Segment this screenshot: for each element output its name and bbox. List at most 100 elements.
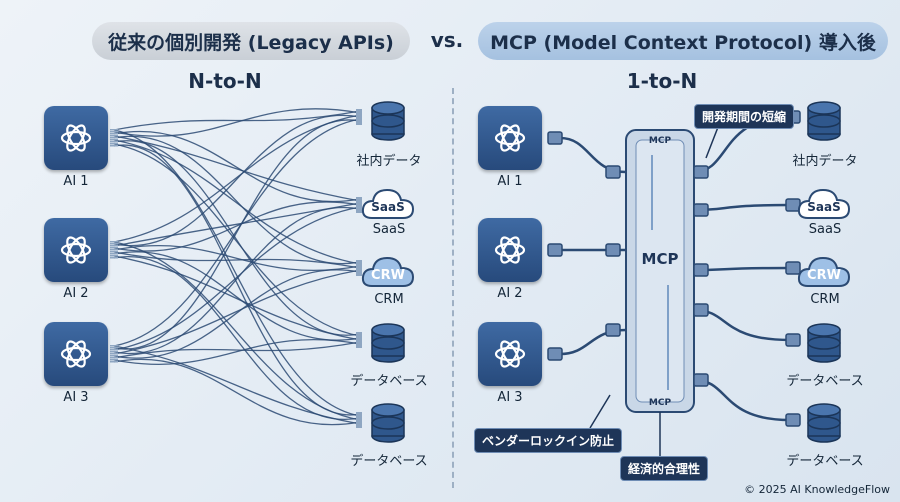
target-plug	[785, 413, 801, 427]
wire-connector-pin	[110, 129, 118, 131]
right-subtitle: 1-to-N	[626, 69, 698, 93]
wire-connector-pin	[356, 412, 362, 428]
vendor-lockin-callout: ベンダーロックイン防止	[474, 428, 623, 453]
wire-connector-pin	[110, 143, 118, 145]
hub-port	[605, 323, 621, 337]
legacy-wire	[113, 251, 361, 269]
ai-knot-icon	[494, 236, 526, 264]
legacy-wire	[113, 139, 361, 265]
wire-connector-pin	[110, 357, 118, 359]
ai-knot-icon	[494, 340, 526, 368]
wire-connector-pin	[356, 332, 362, 348]
left-ai-3-label: AI 3	[63, 390, 89, 405]
wire-connector-pin	[110, 347, 118, 349]
wire-connector-pin	[110, 349, 118, 351]
right-target-5-label: データベース	[786, 454, 864, 469]
ai-knot-icon	[60, 340, 92, 368]
wire-connector-pin	[110, 131, 118, 133]
left-ai-1-label: AI 1	[63, 174, 89, 189]
hub-port	[693, 303, 709, 317]
wire-connector-pin	[110, 247, 118, 249]
ai-plug	[547, 243, 563, 257]
legacy-wire	[113, 144, 361, 416]
mcp-hub	[625, 129, 695, 413]
legacy-wire	[113, 201, 361, 252]
legacy-wire	[113, 108, 361, 137]
wire-connector-pin	[110, 257, 118, 259]
target-plug	[785, 261, 801, 275]
wire-connector-pin	[110, 351, 118, 353]
database-icon	[807, 101, 841, 141]
legacy-wire	[113, 241, 361, 421]
left-target-5-label: データベース	[350, 454, 428, 469]
left-subtitle: N-to-N	[188, 69, 262, 93]
wire-connector-pin	[110, 137, 118, 139]
legacy-wire	[113, 358, 361, 426]
legacy-wire	[113, 129, 361, 417]
wire-connector-pin	[110, 245, 118, 247]
wire-connector-pin	[356, 109, 362, 125]
saas-cloud-text: SaaS	[807, 200, 840, 214]
ai-knot-icon	[494, 124, 526, 152]
target-plug	[785, 333, 801, 347]
legacy-wire	[113, 245, 361, 271]
legacy-wire	[113, 135, 361, 265]
hub-center-label: MCP	[641, 250, 679, 268]
wire-connector-pin	[110, 249, 118, 251]
left-target-3-label: CRM	[374, 292, 404, 307]
wire-connector-pin	[110, 355, 118, 357]
crm-cloud-icon: CRW	[361, 256, 415, 287]
wire-connector-pin	[110, 135, 118, 137]
right-ai-1-label: AI 1	[497, 174, 523, 189]
legacy-title: 従来の個別開発 (Legacy APIs)	[92, 22, 410, 60]
saas-cloud-text: SaaS	[371, 200, 404, 214]
ai-knot-icon	[60, 236, 92, 264]
legacy-wire	[113, 269, 361, 359]
legacy-wire	[113, 130, 361, 203]
right-target-4-label: データベース	[786, 374, 864, 389]
right-ai-2-label: AI 2	[497, 286, 523, 301]
legacy-wire	[113, 251, 361, 341]
legacy-wire	[113, 135, 361, 202]
left-ai-2-label: AI 2	[63, 286, 89, 301]
wire-connector-pin	[110, 251, 118, 253]
right-target-1-label: 社内データ	[792, 154, 858, 169]
ai-1-box	[44, 106, 108, 170]
left-target-1-label: 社内データ	[356, 154, 422, 169]
database-icon	[807, 323, 841, 363]
right-target-3-label: CRM	[810, 292, 840, 307]
legacy-wire	[113, 269, 361, 355]
wire-connector-pin	[110, 345, 118, 347]
mcp-ai-1-box	[478, 106, 542, 170]
legacy-wire	[113, 114, 361, 247]
database-icon	[371, 101, 405, 141]
legacy-wire	[113, 110, 361, 131]
hub-top-label: MCP	[648, 136, 672, 146]
hub-port	[693, 263, 709, 277]
legacy-wire	[113, 140, 361, 336]
saas-cloud-icon: SaaS	[361, 188, 415, 219]
ai-plug	[547, 131, 563, 145]
mcp-ai-3-box	[478, 322, 542, 386]
crm-cloud-text: CRW	[807, 268, 841, 283]
wire-connector-pin	[110, 139, 118, 141]
right-target-2-label: SaaS	[808, 222, 842, 237]
wire-connector-pin	[110, 243, 118, 245]
legacy-wire	[113, 339, 361, 365]
wire-connector-pin	[110, 359, 118, 361]
ai-2-box	[44, 218, 108, 282]
dev-time-callout: 開発期間の短縮	[694, 104, 795, 129]
divider	[452, 88, 454, 488]
hub-port	[605, 243, 621, 257]
wire-connector-pin	[110, 145, 118, 147]
left-target-2-label: SaaS	[372, 222, 406, 237]
wire-connector-pin	[110, 141, 118, 143]
mcp-title: MCP (Model Context Protocol) 導入後	[478, 22, 888, 60]
hub-port	[693, 165, 709, 179]
wire-connector-pin	[356, 197, 362, 213]
saas-cloud-icon: SaaS	[797, 188, 851, 219]
wire-connector-pin	[110, 353, 118, 355]
ai-knot-icon	[60, 124, 92, 152]
